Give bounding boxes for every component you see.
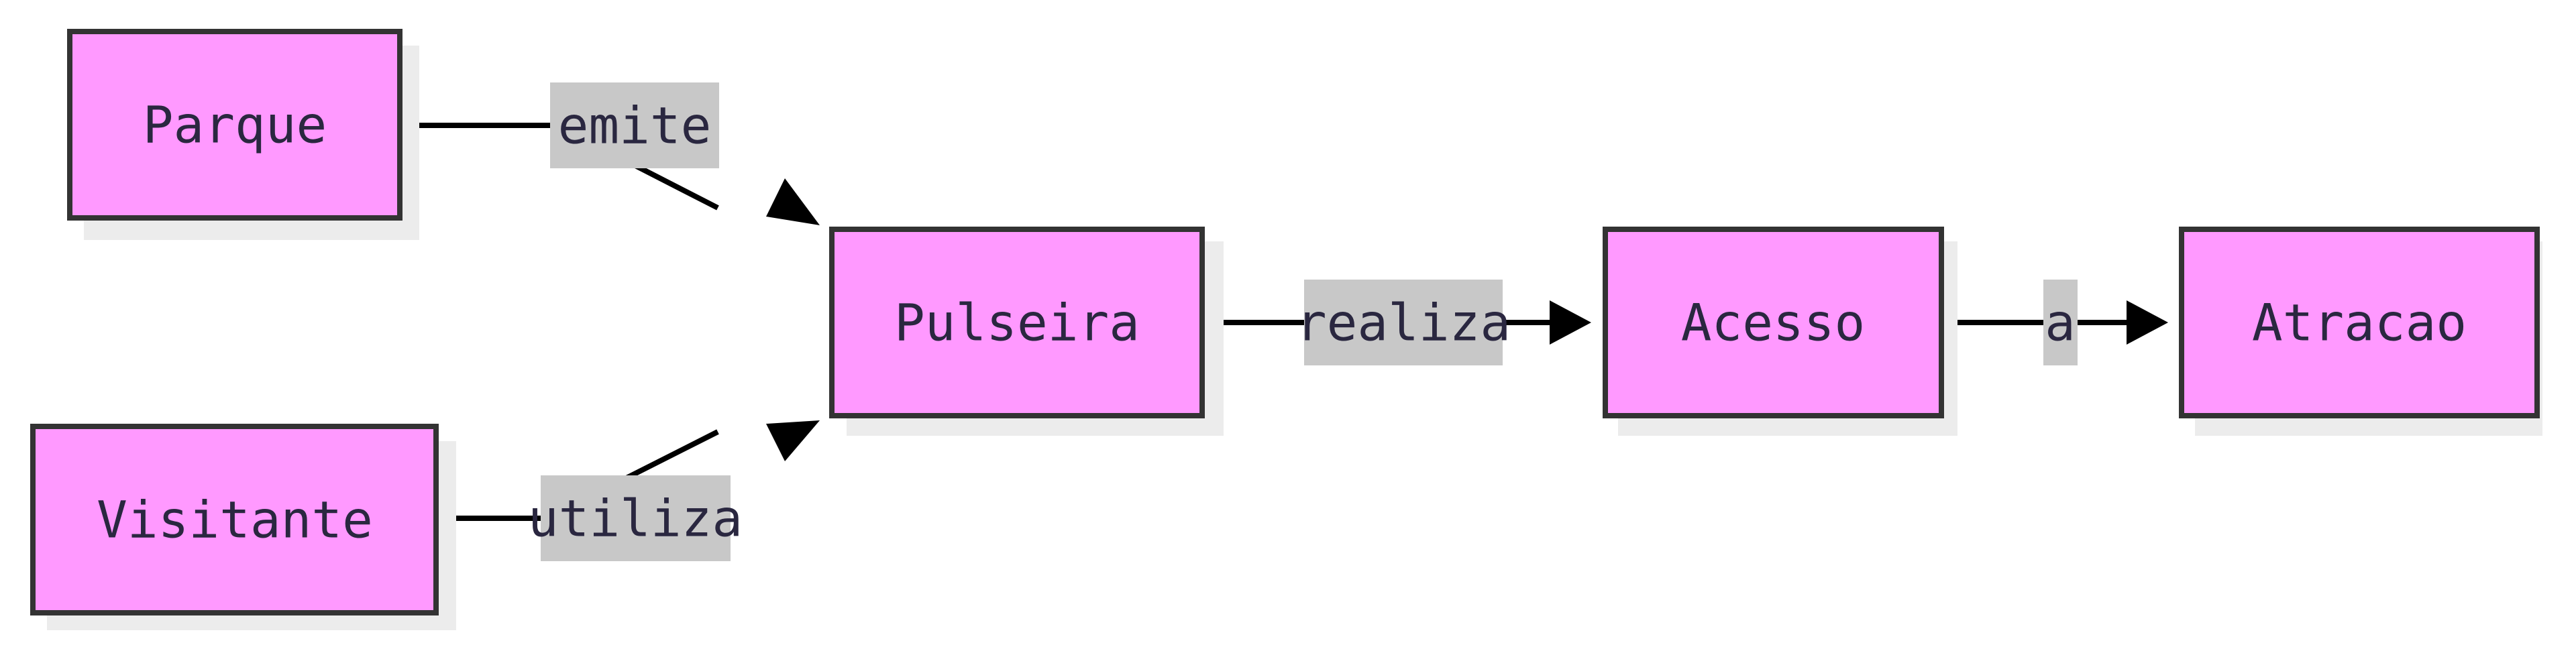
arrowhead-icon xyxy=(1550,300,1591,345)
edge-label: a xyxy=(2045,293,2076,353)
edge-label-background xyxy=(2043,280,2078,365)
node-label: Pulseira xyxy=(894,293,1140,353)
edge-label-background xyxy=(550,82,719,168)
node-box xyxy=(67,29,402,221)
edge-visitante-pulseira: utiliza xyxy=(439,420,820,561)
edge-acesso-atracao: a xyxy=(1943,280,2168,365)
edge-label: emite xyxy=(558,96,712,156)
node-visitante: Visitante xyxy=(30,424,456,630)
arrowhead-icon xyxy=(766,420,820,461)
node-label: Visitante xyxy=(97,490,373,550)
node-acesso: Acesso xyxy=(1603,227,1957,436)
node-box xyxy=(30,424,439,615)
node-pulseira: Pulseira xyxy=(829,227,1224,436)
node-box xyxy=(1603,227,1944,418)
edge-label-background xyxy=(541,475,731,561)
node-box xyxy=(829,227,1205,418)
node-label: Atracao xyxy=(2252,293,2467,353)
edge-label: realiza xyxy=(1296,293,1511,353)
node-label: Acesso xyxy=(1681,293,1866,353)
edge-label: utiliza xyxy=(528,489,743,548)
arrowhead-icon xyxy=(766,178,820,225)
arrowhead-icon xyxy=(2127,300,2168,345)
edge-label-background xyxy=(1304,280,1503,365)
node-label: Parque xyxy=(143,95,327,155)
edge-pulseira-acesso: realiza xyxy=(1204,280,1591,365)
edge-parque-pulseira: emite xyxy=(402,82,820,225)
node-parque: Parque xyxy=(67,29,419,240)
node-atracao: Atracao xyxy=(2179,227,2542,436)
node-box xyxy=(2179,227,2540,418)
